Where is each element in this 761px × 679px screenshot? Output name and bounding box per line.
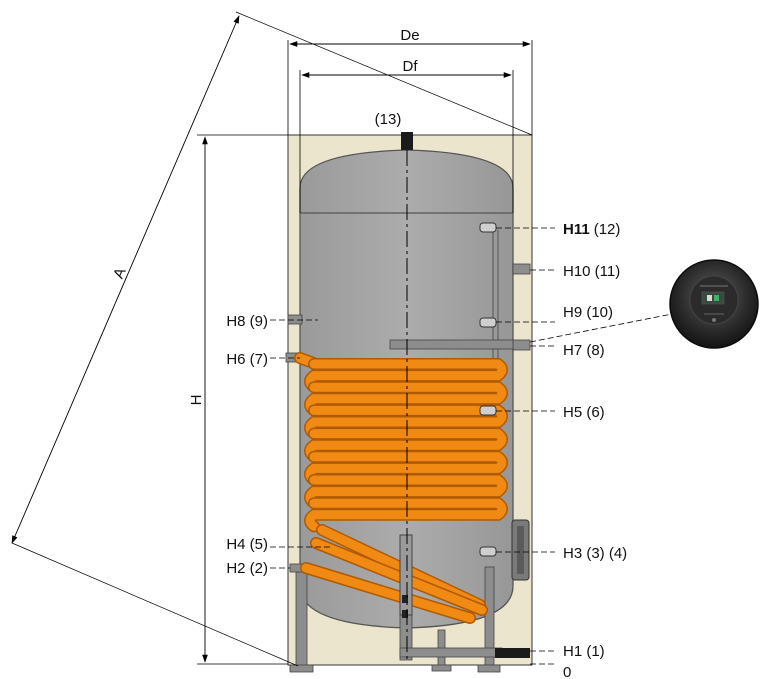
bottom-drain-pipe xyxy=(399,614,530,661)
label-zero: 0 xyxy=(563,664,571,679)
right-connection-pipes xyxy=(389,263,531,351)
top-connection-nozzle xyxy=(401,132,413,150)
label-h2: H2 (2) xyxy=(226,560,268,577)
inspection-flange xyxy=(511,519,530,581)
h-label: H xyxy=(188,395,205,406)
label-h7: H7 (8) xyxy=(563,342,605,359)
dimension-de: De xyxy=(287,27,533,135)
dimension-h: H xyxy=(188,134,288,665)
label-h11-number: (12) xyxy=(594,221,621,238)
right-leader-lines xyxy=(496,227,673,665)
label-h3: H3 (3) (4) xyxy=(563,545,627,562)
label-h9: H9 (10) xyxy=(563,304,613,321)
coil-winding-12 xyxy=(305,498,507,531)
anode-rod xyxy=(399,534,413,618)
round-dial-thermometer-icon xyxy=(669,259,759,349)
heat-exchanger-coil xyxy=(294,352,508,624)
label-h4: H4 (5) xyxy=(226,536,268,553)
sensor-pocket-h3 xyxy=(479,546,497,557)
label-h6: H6 (7) xyxy=(226,351,268,368)
label-h11-main: H11 xyxy=(563,221,590,238)
label-h1: H1 (1) xyxy=(563,643,605,660)
coil-return-lower xyxy=(301,563,475,623)
de-label: De xyxy=(400,27,419,44)
sensor-pocket-h9 xyxy=(479,317,497,328)
sensor-pocket-h11 xyxy=(479,222,497,233)
label-h10: H10 (11) xyxy=(563,263,620,280)
coil-return-mid xyxy=(311,538,487,615)
label-h8: H8 (9) xyxy=(226,313,268,330)
dimension-df: Df xyxy=(299,58,514,213)
df-label: Df xyxy=(403,58,419,75)
top-connection-label: (13) xyxy=(375,111,402,128)
sensor-pocket-h5 xyxy=(479,405,497,416)
left-leader-lines xyxy=(270,319,330,569)
label-h11: H11(12) xyxy=(563,221,620,238)
a-label: A xyxy=(110,265,130,281)
label-h5: H5 (6) xyxy=(563,404,605,421)
